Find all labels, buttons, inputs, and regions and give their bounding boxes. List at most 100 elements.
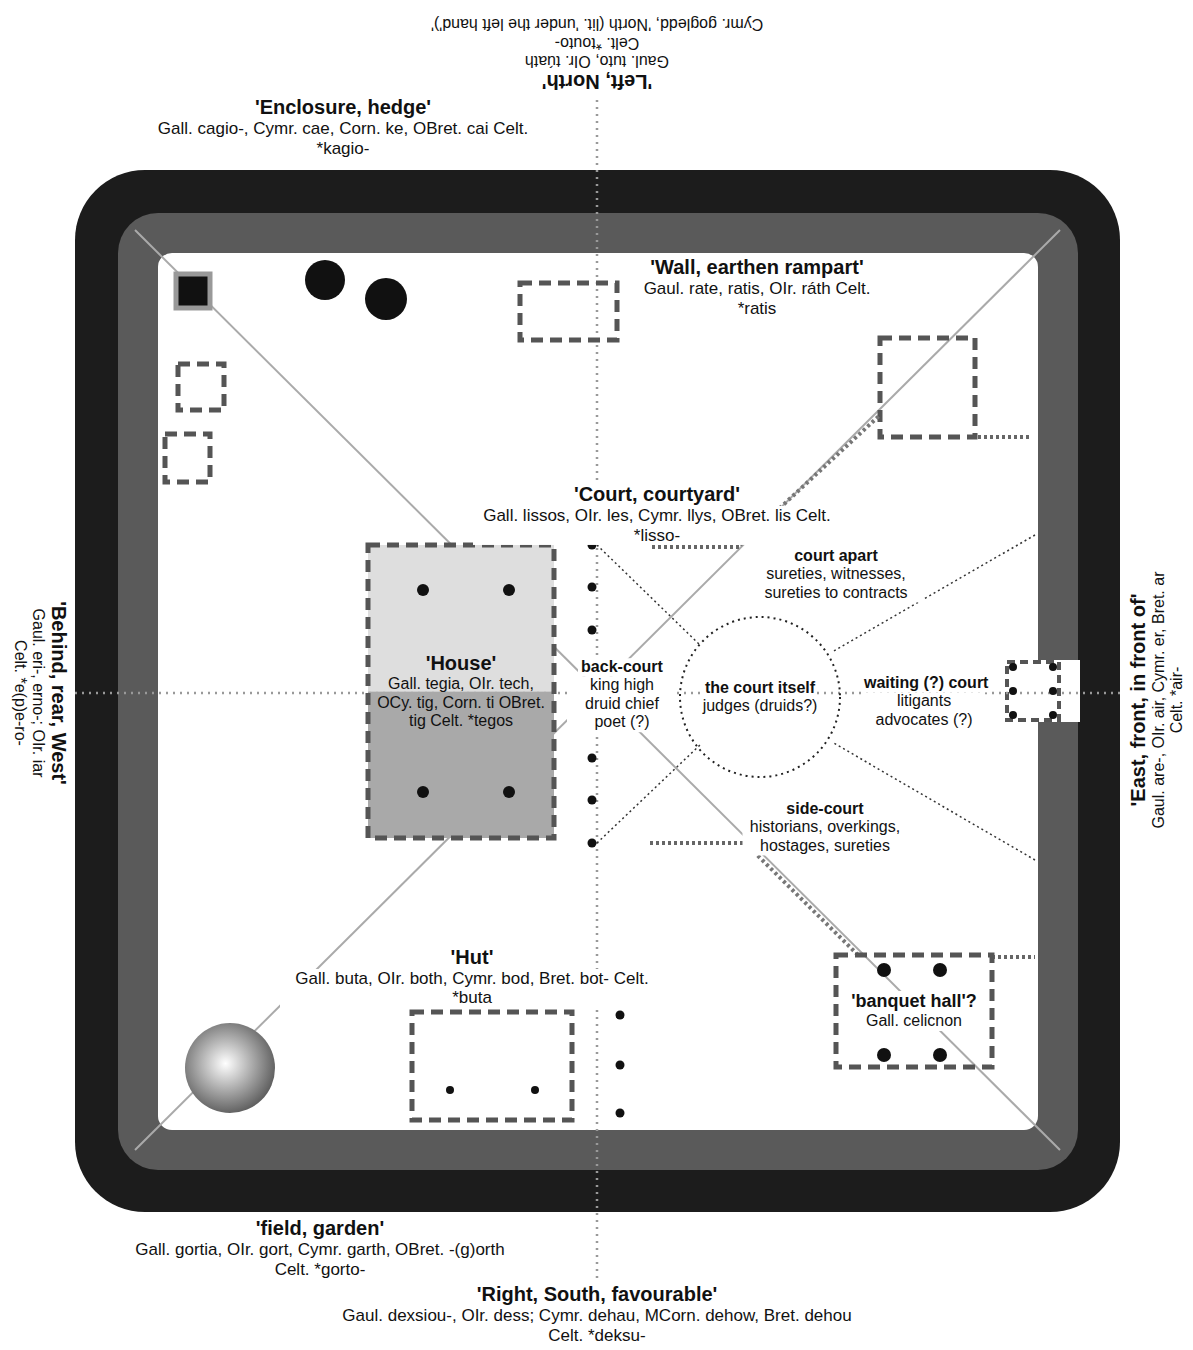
post-hole [933, 963, 947, 977]
post-hole [933, 1048, 947, 1062]
post-hole [1049, 711, 1057, 719]
etymology-text: king high druid chief poet (?) [567, 677, 677, 732]
text-block: 'Wall, earthen rampart'Gaul. rate, ratis… [637, 256, 877, 318]
etymology-text: historians, overkings, hostages, suretie… [743, 819, 908, 856]
shape-text: Gaul. rate, ratis, OIr. ráth Celt. *rati… [637, 279, 877, 318]
post-hole [1049, 687, 1057, 695]
court-division-line [597, 545, 700, 645]
post-holes [417, 584, 1057, 1094]
post-hole [1009, 711, 1017, 719]
fence-line [745, 843, 858, 955]
shape-heading: 'House' [424, 652, 499, 675]
post-hole [616, 1061, 625, 1070]
building-outline [412, 1012, 572, 1120]
diagonal-line [135, 230, 1060, 1150]
post-hole [616, 1109, 625, 1118]
etymology-text: Gaul. dexsiou-, OIr. dess; Cymr. dehau, … [339, 1306, 854, 1326]
area-label: 'field, garden' [253, 1217, 387, 1240]
post-hole [417, 584, 429, 596]
shape-heading: 'Wall, earthen rampart' [648, 256, 865, 279]
house-building: 'House'Gall. tegia, OIr. tech, OCy. tig,… [368, 545, 554, 838]
court-outline [680, 617, 840, 777]
text-block: 'House'Gall. tegia, OIr. tech, OCy. tig,… [373, 652, 549, 730]
direction-label: 'Left, North' [539, 70, 656, 93]
post-square [176, 274, 210, 308]
shape-heading: 'Enclosure, hedge' [253, 96, 433, 119]
label-group: 'Behind, rear, West'Gaul. eri-, erno-; O… [10, 563, 70, 823]
band-layer [75, 170, 1120, 1212]
post-hole [1009, 663, 1017, 671]
banquet-hall: 'banquet hall'?Gall. celicnon [836, 955, 992, 1067]
etymology-text: Celt. *deksu- [545, 1326, 648, 1346]
etymology-text: Celt. *gorto- [272, 1260, 369, 1280]
shape-heading: 'banquet hall'? [849, 991, 979, 1012]
etymology-text: sureties, witnesses, sureties to contrac… [749, 566, 924, 603]
shape-text: judges (druids?) [701, 697, 820, 715]
shape-text: Gall. buta, OIr. both, Cymr. bod, Bret. … [280, 969, 665, 1008]
court-label: back-court [578, 658, 666, 676]
post-hole [503, 584, 515, 596]
fence-line [650, 841, 745, 845]
hut-building: 'Hut'Gall. buta, OIr. both, Cymr. bod, B… [412, 1012, 572, 1120]
etymology-text: Gaul. are-, OIr. air, Cymr. er, Bret. ar [1150, 569, 1168, 832]
building-outline [178, 364, 224, 410]
post-hole [1049, 663, 1057, 671]
text-block: the court itselfjudges (druids?) [695, 679, 825, 716]
etymology-text: Celt. *touto- [552, 33, 642, 51]
house-outline [368, 545, 554, 838]
post-hole [1009, 687, 1017, 695]
shape-heading: the court itself [703, 679, 817, 697]
gate-opening [1000, 660, 1080, 722]
building-outline [520, 283, 617, 340]
shape-heading: 'Hut' [449, 946, 496, 969]
label-group: 'field, garden'Gall. gortia, OIr. gort, … [85, 1217, 555, 1279]
node-shape-layer [368, 545, 992, 1120]
etymology-text: Gall. gortia, OIr. gort, Cymr. garth, OB… [132, 1240, 507, 1260]
etymology-text: Gaul. tuto, OIr. túath [522, 52, 672, 70]
shape-text: Gall. tegia, OIr. tech, OCy. tig, Corn. … [373, 675, 549, 730]
post-hole [588, 583, 597, 592]
label-group: 'Right, South, favourable'Gaul. dexsiou-… [277, 1283, 917, 1345]
post-hole [616, 1011, 625, 1020]
post-hole [877, 1048, 891, 1062]
post-hole [588, 796, 597, 805]
diagonal-line [135, 230, 1060, 1150]
post-hole [877, 963, 891, 977]
text-block: 'Hut'Gall. buta, OIr. both, Cymr. bod, B… [280, 946, 665, 1008]
court-label: side-court [783, 800, 866, 818]
etymology-text: Gall. lissos, OIr. les, Cymr. llys, OBre… [473, 506, 841, 545]
building-outline [165, 434, 210, 482]
court-division-line [597, 745, 700, 843]
gate-structure [1007, 662, 1059, 720]
shape-text: Gall. celicnon [864, 1012, 964, 1030]
post-hole [531, 1086, 539, 1094]
fence-line [992, 955, 1035, 959]
direction-label: 'Right, South, favourable' [474, 1283, 721, 1306]
area-label: 'Court, courtyard' [571, 483, 743, 506]
court-label: court apart [791, 547, 881, 565]
post-hole [588, 626, 597, 635]
etymology-text: Celt. *air- [1169, 664, 1187, 737]
wall-outline [118, 213, 1078, 1170]
label-group: waiting (?) courtlitigants advocates (?) [864, 674, 984, 729]
building-outline [880, 338, 975, 437]
label-group: 'Left, North'Gaul. tuto, OIr. túathCelt.… [362, 15, 832, 93]
text-block: 'banquet hall'?Gall. celicnon [839, 991, 989, 1030]
post-hole [417, 786, 429, 798]
post-hole [503, 786, 515, 798]
court-circle: the court itselfjudges (druids?) [680, 617, 840, 777]
shape-text: Gall. cagio-, Cymr. cae, Corn. ke, OBret… [154, 119, 532, 158]
building-outline [836, 955, 992, 1067]
post-hole [446, 1086, 454, 1094]
label-group: back-courtking high druid chief poet (?) [567, 658, 677, 732]
direction-label: 'Behind, rear, West' [47, 598, 70, 788]
post-hole [588, 839, 597, 848]
label-group: 'East, front, in front of'Gaul. are-, OI… [1127, 535, 1187, 865]
etymology-text: litigants advocates (?) [864, 693, 984, 730]
text-block: 'Enclosure, hedge'Gall. cagio-, Cymr. ca… [154, 96, 532, 158]
label-group: side-courthistorians, overkings, hostage… [743, 800, 908, 855]
etymology-text: Gaul. eri-, erno-; OIr. iar [29, 606, 47, 781]
label-group: 'Court, courtyard'Gall. lissos, OIr. les… [473, 483, 841, 545]
fence-line [652, 545, 740, 549]
